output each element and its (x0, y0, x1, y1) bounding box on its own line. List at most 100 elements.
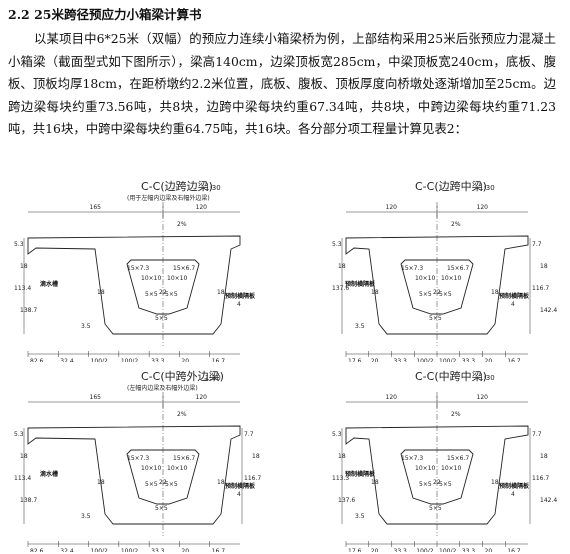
inner-cell-outline (400, 259, 474, 315)
right-dimension-label: 116.7 (244, 475, 261, 482)
bottom-dimension-label: 82.6 (30, 358, 44, 362)
bottom-dimension-label: 20 (181, 358, 189, 362)
girder-outline (27, 425, 241, 525)
inner-cell-outline (126, 449, 200, 505)
inner-cell-outline (400, 449, 474, 505)
left-dimension-label: 5.3 (14, 431, 24, 438)
bottom-fillet-label: 5×5 (419, 291, 432, 298)
bottom-dimension-label: 100/2 (439, 358, 456, 362)
right-dimension-label: 7.7 (532, 241, 542, 248)
left-dimension-label: 137.6 (332, 285, 349, 292)
top-dimension-label: 120 (196, 204, 208, 211)
bottom-dimension-label: 17.6 (348, 358, 362, 362)
slope-label: 2% (177, 411, 187, 418)
fillet-label: 15×7.3 (401, 455, 423, 462)
fillet-label: 15×6.7 (447, 455, 469, 462)
web-thickness-label: 18 (97, 479, 105, 486)
bottom-dimension-label: 16.7 (212, 358, 226, 362)
slope-label: 2% (177, 221, 187, 228)
drawing-title: C-C(中跨中梁) (415, 369, 487, 383)
inner-label: 10×10 (167, 465, 187, 472)
fillet-label: 15×7.3 (401, 265, 423, 272)
bottom-fillet-label: 5×5 (439, 291, 452, 298)
side-mark: 3.5 (81, 323, 91, 330)
bottom-dimension-label: 33.3 (462, 358, 476, 362)
left-dimension-label: 138.7 (20, 497, 37, 504)
bottom-dimension-label: 33.3 (394, 548, 408, 552)
drawing-title: C-C(中跨外边梁) (141, 369, 224, 383)
web-thickness-label: 22 (159, 479, 167, 486)
annotation-label: 滴水槽 (40, 280, 58, 288)
web-thickness-label: 22 (159, 289, 167, 296)
bottom-dimension-label: 32.4 (60, 358, 74, 362)
left-dimension-label: 138.7 (20, 307, 37, 314)
web-thickness-label: 18 (217, 479, 225, 486)
bottom-fillet-label: 5×5 (429, 505, 442, 512)
bottom-fillet-label: 5×5 (145, 291, 158, 298)
web-thickness-label: 22 (433, 289, 441, 296)
fillet-label: 15×7.3 (127, 455, 149, 462)
top-dimension-label: 120 (477, 394, 489, 401)
top-dimension-label: 120 (386, 204, 398, 211)
right-dimension-label: 116.7 (532, 475, 549, 482)
right-dimension-label: 142.4 (540, 497, 557, 504)
bottom-dimension-label: 100/2 (439, 548, 456, 552)
bottom-dimension-label: 16.7 (507, 358, 521, 362)
drawing-scale: 1:30 (479, 374, 495, 382)
web-thickness-label: 18 (491, 479, 499, 486)
inner-label: 10×10 (441, 465, 461, 472)
left-dimension-label: 113.3 (332, 475, 349, 482)
web-thickness-label: 22 (433, 479, 441, 486)
bottom-dimension-label: 100/2 (416, 548, 433, 552)
side-mark: 3.5 (355, 513, 365, 520)
side-mark: 3.5 (81, 513, 91, 520)
left-dimension-label: 5.3 (14, 241, 24, 248)
drawing-scale: 1:30 (205, 374, 221, 382)
drawing-subtitle: (左幅内边梁及右幅外边梁) (127, 384, 198, 392)
right-dimension-label: 18 (252, 453, 260, 460)
bottom-dimension-label: 16.7 (507, 548, 521, 552)
bottom-fillet-label: 5×5 (165, 481, 178, 488)
girder-outline (27, 235, 241, 335)
bottom-dimension-label: 100/2 (91, 548, 108, 552)
bottom-fillet-label: 5×5 (429, 315, 442, 322)
drawing-subtitle: (用于左幅内边梁及右幅外边梁) (127, 194, 210, 202)
inner-label: 10×10 (141, 465, 161, 472)
bottom-dimension-label: 100/2 (121, 358, 138, 362)
bottom-fillet-label: 5×5 (419, 481, 432, 488)
bottom-dimension-label: 20 (181, 548, 189, 552)
annotation-label: 预制横隔板 (499, 482, 530, 490)
drawing-title: C-C(边跨中梁) (415, 179, 487, 193)
drawing-title: C-C(边跨边梁) (141, 179, 213, 193)
right-dimension-label: 18 (540, 263, 548, 270)
web-thickness-label: 18 (371, 479, 379, 486)
drawing-scale: 1:30 (479, 184, 495, 192)
right-dimension-label: 18 (540, 453, 548, 460)
top-dimension-label: 165 (90, 394, 102, 401)
annotation-label: 滴水槽 (40, 470, 58, 478)
fillet-label: 15×6.7 (447, 265, 469, 272)
left-dimension-label: 113.4 (14, 475, 31, 482)
inner-label: 10×10 (167, 275, 187, 282)
bottom-fillet-label: 5×5 (155, 315, 168, 322)
bottom-fillet-label: 5×5 (145, 481, 158, 488)
bottom-dimension-label: 82.6 (30, 548, 44, 552)
bottom-dimension-label: 33.3 (394, 358, 408, 362)
left-dimension-label: 5.3 (332, 431, 342, 438)
left-dimension-label: 137.6 (338, 497, 355, 504)
top-dimension-label: 165 (90, 204, 102, 211)
slope-label: 2% (451, 221, 461, 228)
annotation-label: 预制横隔板 (499, 292, 530, 300)
bottom-dimension-label: 100/2 (91, 358, 108, 362)
top-dimension-label: 120 (386, 394, 398, 401)
right-dimension-label: 142.4 (540, 307, 557, 314)
side-mark: 4 (511, 491, 515, 498)
web-thickness-label: 18 (217, 289, 225, 296)
